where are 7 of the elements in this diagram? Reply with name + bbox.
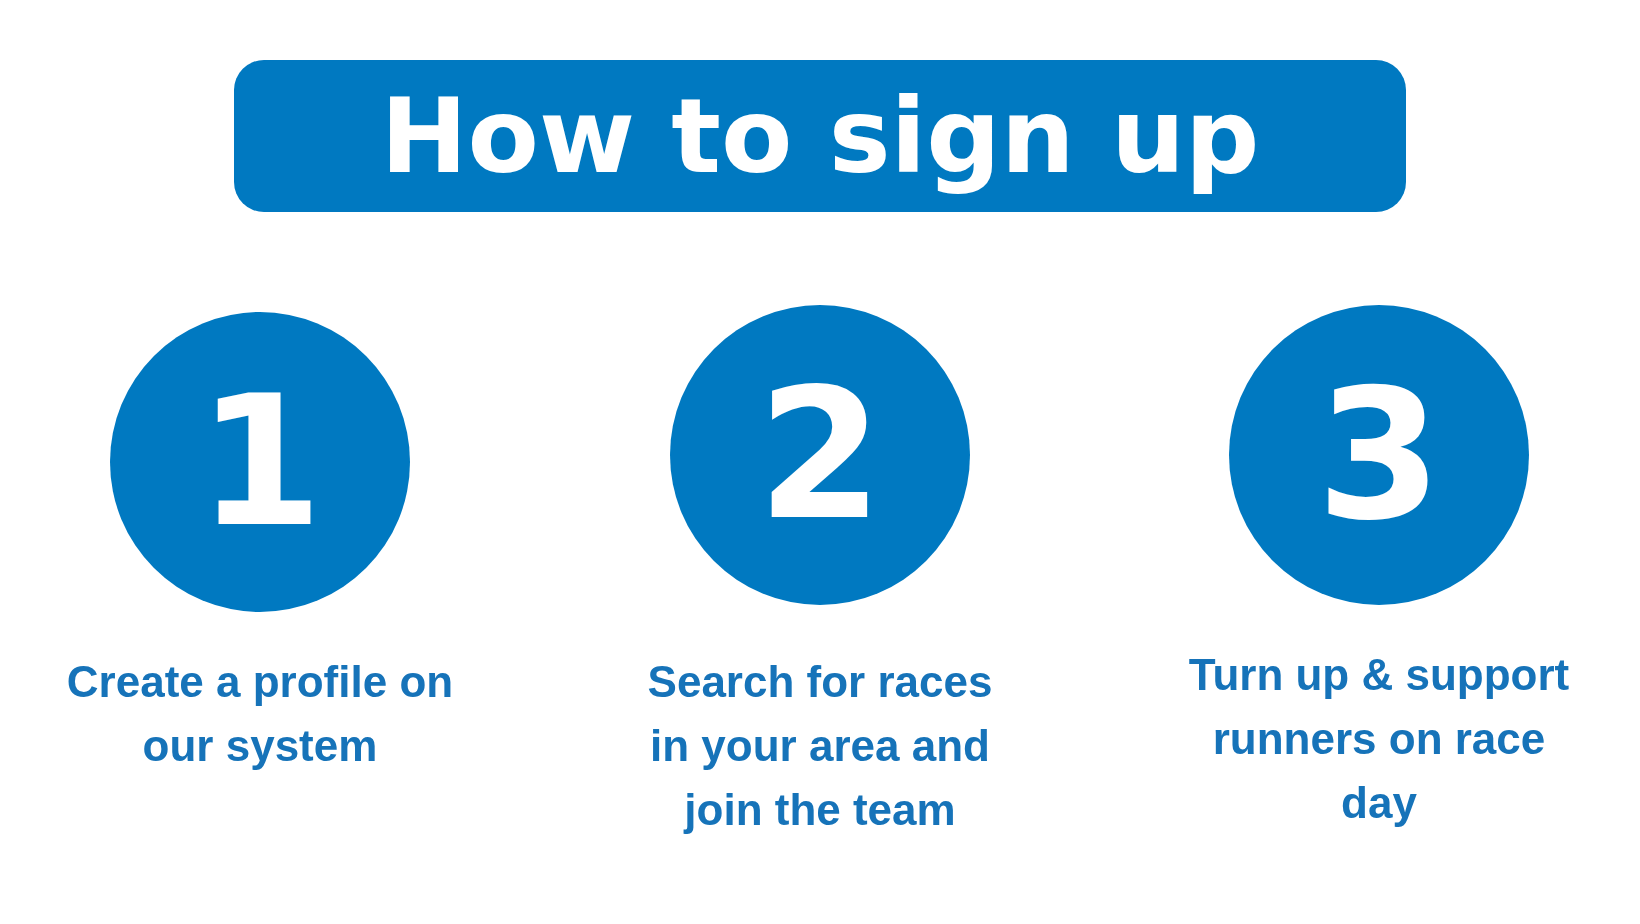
step-description: Create a profile on our system [65, 656, 455, 772]
step-description: Turn up & support runners on race day [1187, 649, 1571, 829]
step-number: 2 [757, 365, 883, 545]
step-description: Search for races in your area and join the team [646, 656, 994, 836]
title-banner: How to sign up [234, 60, 1406, 212]
step-number: 3 [1316, 365, 1442, 545]
step-number: 1 [197, 372, 323, 552]
